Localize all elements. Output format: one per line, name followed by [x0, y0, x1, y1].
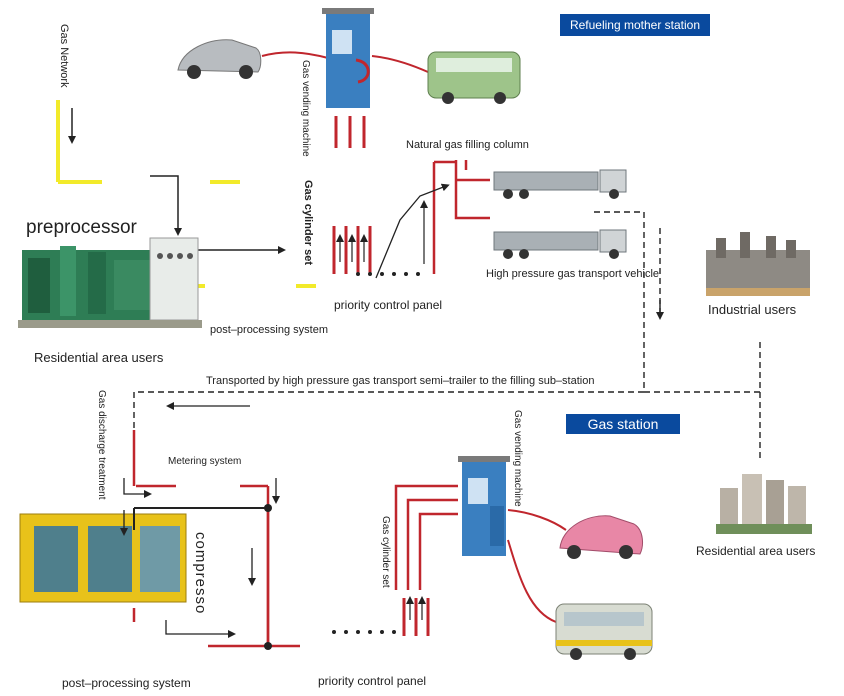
flow-arrow	[165, 620, 236, 638]
gas-dispenser-icon	[322, 8, 374, 108]
gas-dispenser-icon	[458, 456, 510, 556]
refueling-mother-station-badge: Refueling mother station	[560, 14, 710, 36]
transport-route-label: Transported by high pressure gas transpo…	[206, 375, 595, 387]
gas-discharge-treatment-label: Gas discharge treatment	[96, 390, 107, 500]
gas-network-pipe	[56, 100, 316, 288]
residential-area-users-label-top: Residential area users	[34, 350, 164, 365]
flow-arrow	[375, 183, 450, 279]
post-processing-system-label-top: post–processing system	[210, 324, 328, 336]
flow-arrow	[150, 175, 182, 236]
residential-area-users-label-right: Residential area users	[696, 544, 816, 558]
compressor-container	[19, 513, 187, 603]
car-icon	[177, 39, 262, 79]
gas-vending-machine-label-top: Gas vending machine	[300, 60, 311, 157]
industrial-users-label: Industrial users	[708, 302, 797, 317]
priority-control-panel-label-top: priority control panel	[334, 298, 443, 312]
priority-panel-top	[356, 160, 456, 276]
residential-buildings-icon	[716, 474, 812, 534]
post-processing-system-label-bottom: post–processing system	[62, 676, 191, 690]
dispenser-feed-pipes	[394, 484, 458, 590]
bus-icon	[555, 603, 653, 660]
gas-cylinder-set-label-top: Gas cylinder set	[302, 180, 314, 265]
high-pressure-vehicle-label: High pressure gas transport vehicle	[486, 268, 660, 280]
gas-station-badge: Gas station	[566, 414, 680, 434]
preprocessor-machine	[18, 237, 202, 328]
transport-route	[644, 340, 761, 393]
priority-control-panel-label-bottom: priority control panel	[318, 674, 427, 688]
transport-truck-icon	[493, 169, 627, 199]
priority-panel-bottom	[332, 596, 430, 636]
gas-cylinder-set-top	[332, 226, 372, 274]
gas-vending-machine-label-bottom: Gas vending machine	[512, 410, 523, 507]
compresso-label: compresso	[192, 532, 209, 615]
industrial-plant-icon	[706, 232, 810, 296]
transport-truck-icon	[493, 229, 627, 259]
metering-system-label: Metering system	[168, 456, 242, 467]
natural-gas-filling-column-label: Natural gas filling column	[406, 139, 529, 151]
preprocessor-label: preprocessor	[26, 217, 137, 238]
flow-arrow	[123, 478, 152, 498]
gas-network-label: Gas Network	[58, 24, 70, 88]
pipe-network-bottom	[132, 430, 300, 650]
gas-cylinder-set-label-bottom: Gas cylinder set	[380, 516, 391, 588]
pink-car-icon	[559, 515, 643, 559]
red-pipes-top	[334, 116, 366, 148]
bus-icon	[427, 51, 521, 104]
